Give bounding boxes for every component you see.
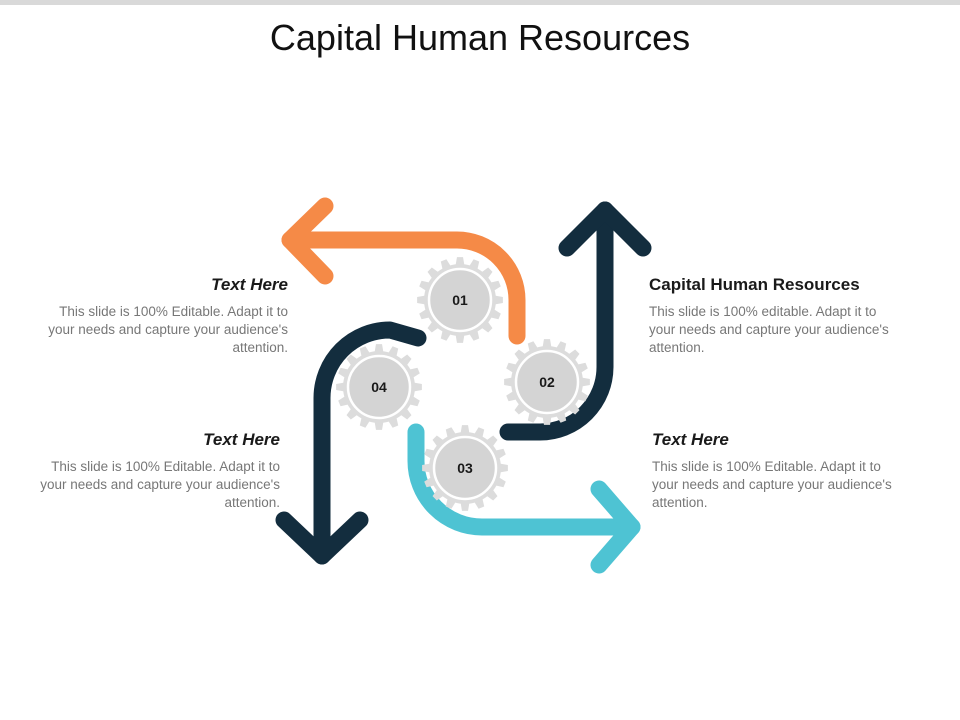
gear-04: 04 [336,344,422,430]
block-body: This slide is 100% editable. Adapt it to… [649,304,889,355]
block-body: This slide is 100% Editable. Adapt it to… [40,459,280,510]
block-body: This slide is 100% Editable. Adapt it to… [652,459,892,510]
gear-inner-ring [427,267,493,333]
gear-02: 02 [504,339,590,425]
navy-up-arrow [499,201,614,441]
navy-down-arrow-head [275,511,369,565]
block-heading: Text Here [203,430,280,449]
gear-inner-ring [346,354,412,420]
text-block-top-right: Capital Human Resources This slide is 10… [649,275,894,357]
top-bar [0,0,960,5]
orange-arrow [281,231,526,345]
navy-up-arrow-head [558,201,652,257]
gear-label: 04 [371,379,387,395]
gear-03: 03 [422,425,508,511]
gear-inner-ring [514,349,580,415]
navy-down-arrow [313,321,427,565]
block-body: This slide is 100% Editable. Adapt it to… [48,304,288,355]
text-block-bottom-right: Text Here This slide is 100% Editable. A… [652,430,897,512]
gear-label: 02 [539,374,555,390]
gear-label: 03 [457,460,473,476]
block-heading: Capital Human Resources [649,275,860,294]
gear-01: 01 [417,257,503,343]
text-block-top-left: Text Here This slide is 100% Editable. A… [43,275,288,357]
gear-label: 01 [452,292,468,308]
block-heading: Text Here [652,430,729,449]
orange-arrow-head [281,197,334,285]
teal-arrow-head [590,480,641,574]
slide-title: Capital Human Resources [269,17,691,58]
gear-inner-ring [432,435,498,501]
block-heading: Text Here [211,275,288,294]
text-block-bottom-left: Text Here This slide is 100% Editable. A… [35,430,280,512]
teal-arrow [407,423,641,536]
